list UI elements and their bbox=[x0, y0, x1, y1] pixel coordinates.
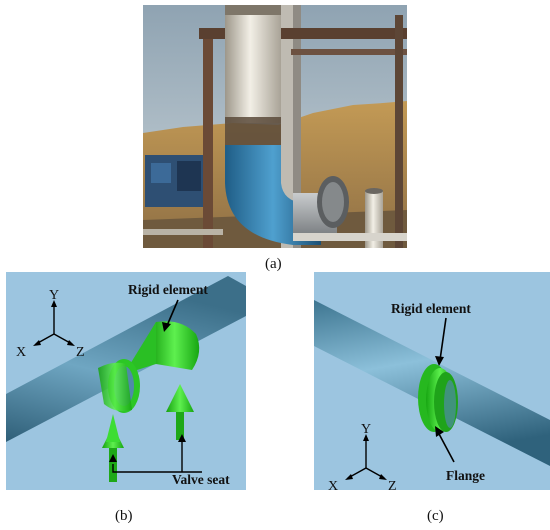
pipe bbox=[6, 276, 246, 442]
pipe-photo bbox=[143, 5, 407, 248]
model-panel-c: Y X Z Rigid element Flange bbox=[314, 272, 550, 494]
valve-seat-leader bbox=[112, 464, 202, 473]
model-panel-b: Y X Z Rigid element Valve seat bbox=[6, 272, 246, 490]
rigid-element-cone bbox=[150, 321, 200, 370]
axis-z-label: Z bbox=[388, 479, 397, 490]
valve-seat-label: Valve seat bbox=[172, 472, 230, 487]
photo-panel bbox=[143, 5, 407, 248]
rigid-element-label: Rigid element bbox=[391, 301, 471, 316]
axis-z-label: Z bbox=[76, 345, 85, 360]
flange-arrow bbox=[437, 431, 455, 463]
crossbeam bbox=[199, 28, 407, 39]
valve-seat-right bbox=[166, 384, 194, 440]
axis-x-label: X bbox=[328, 479, 338, 490]
caption-c: (c) bbox=[427, 508, 444, 524]
vertical-pipe-white bbox=[225, 5, 281, 123]
axis-x-label: X bbox=[16, 345, 26, 360]
caption-b: (b) bbox=[115, 508, 133, 524]
rigid-arrow bbox=[439, 317, 447, 361]
rigid-arrow bbox=[165, 299, 179, 329]
flange-label: Flange bbox=[446, 468, 485, 483]
axis-y-label: Y bbox=[361, 422, 371, 437]
axis-y-label: Y bbox=[49, 288, 59, 303]
steel-post-left bbox=[203, 33, 213, 248]
caption-a: (a) bbox=[265, 256, 282, 272]
rigid-element-label: Rigid element bbox=[128, 282, 208, 297]
